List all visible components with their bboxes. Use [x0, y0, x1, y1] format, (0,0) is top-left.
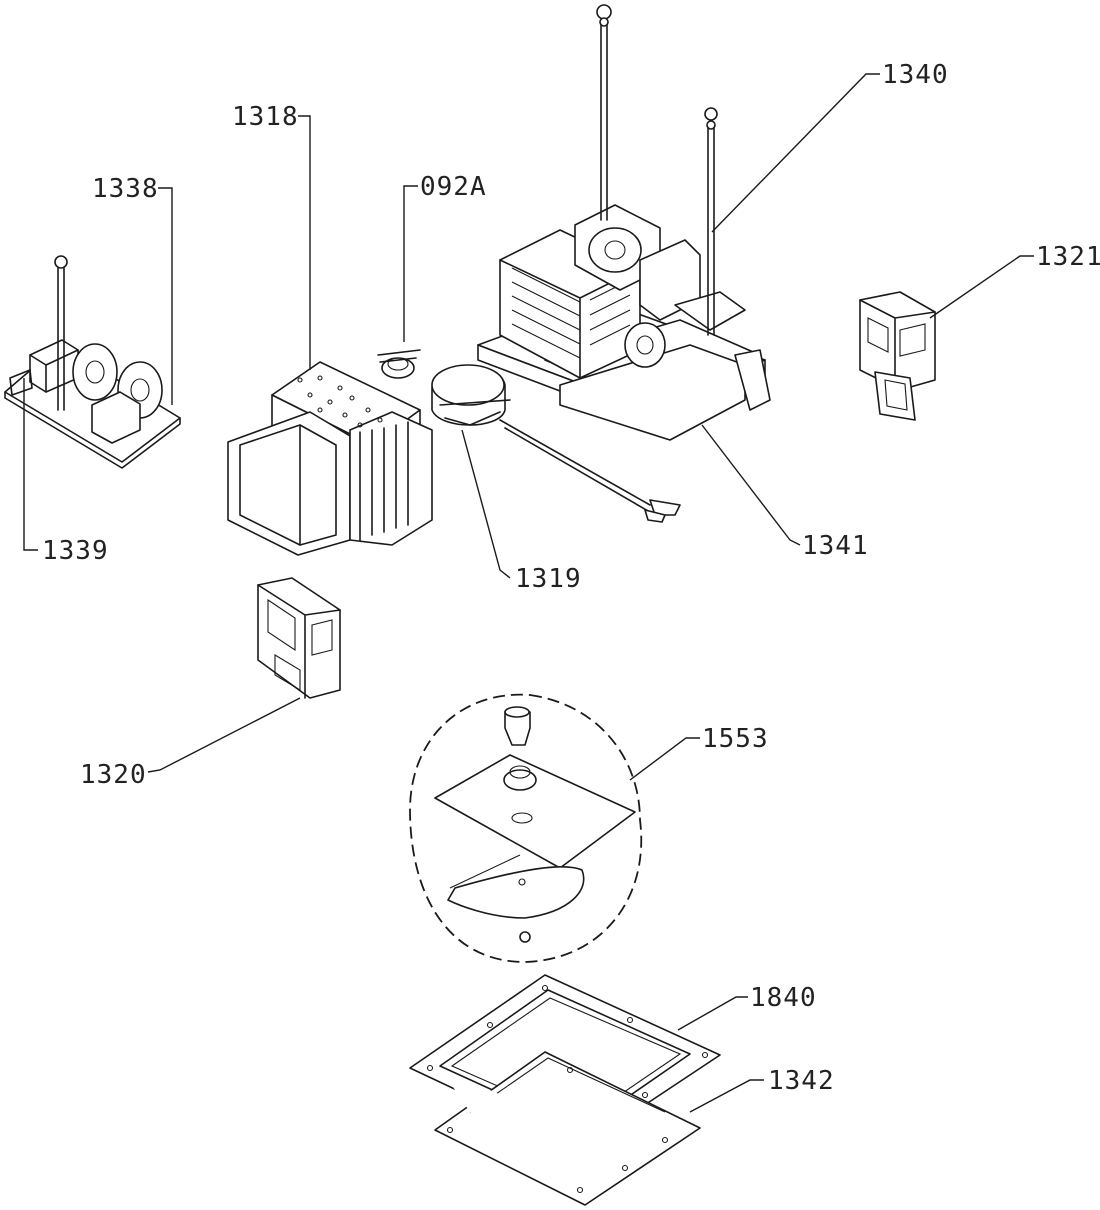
- leader-1338: [158, 187, 173, 405]
- leader-1321: [929, 255, 1034, 319]
- label-1338: 1338: [92, 174, 159, 204]
- part-1318-magnetron: [227, 361, 433, 556]
- part-1338-capacitor-assembly: [4, 255, 181, 469]
- label-1840: 1840: [750, 983, 817, 1013]
- part-1342-cover-plate: [434, 1051, 701, 1206]
- leader-1341: [701, 424, 801, 546]
- label-1553: 1553: [702, 724, 769, 754]
- label-1320: 1320: [80, 760, 147, 790]
- leader-1319: [461, 429, 511, 579]
- leader-1318: [298, 115, 311, 370]
- part-1340-hv-transformer: [499, 4, 746, 379]
- leader-1339: [23, 378, 38, 551]
- leader-1342: [689, 1079, 764, 1113]
- label-1339: 1339: [42, 536, 109, 566]
- label-1340: 1340: [882, 60, 949, 90]
- part-1320-switch-bracket: [257, 577, 341, 699]
- part-1321-switch-holder: [859, 291, 936, 421]
- leader-092a: [403, 185, 418, 342]
- label-1342: 1342: [768, 1066, 835, 1096]
- label-1318: 1318: [232, 102, 299, 132]
- part-1553-turntable-detail: [409, 693, 643, 963]
- leader-1553: [629, 737, 700, 781]
- label-1321: 1321: [1036, 242, 1100, 272]
- part-092a-thermal-cutout: [377, 349, 421, 379]
- leader-1840: [677, 996, 748, 1031]
- part-1319-motor: [431, 364, 681, 523]
- label-092a: 092A: [420, 172, 487, 202]
- leader-1320: [147, 697, 301, 773]
- label-1341: 1341: [802, 531, 869, 561]
- leader-1340: [711, 73, 880, 233]
- label-1319: 1319: [515, 564, 582, 594]
